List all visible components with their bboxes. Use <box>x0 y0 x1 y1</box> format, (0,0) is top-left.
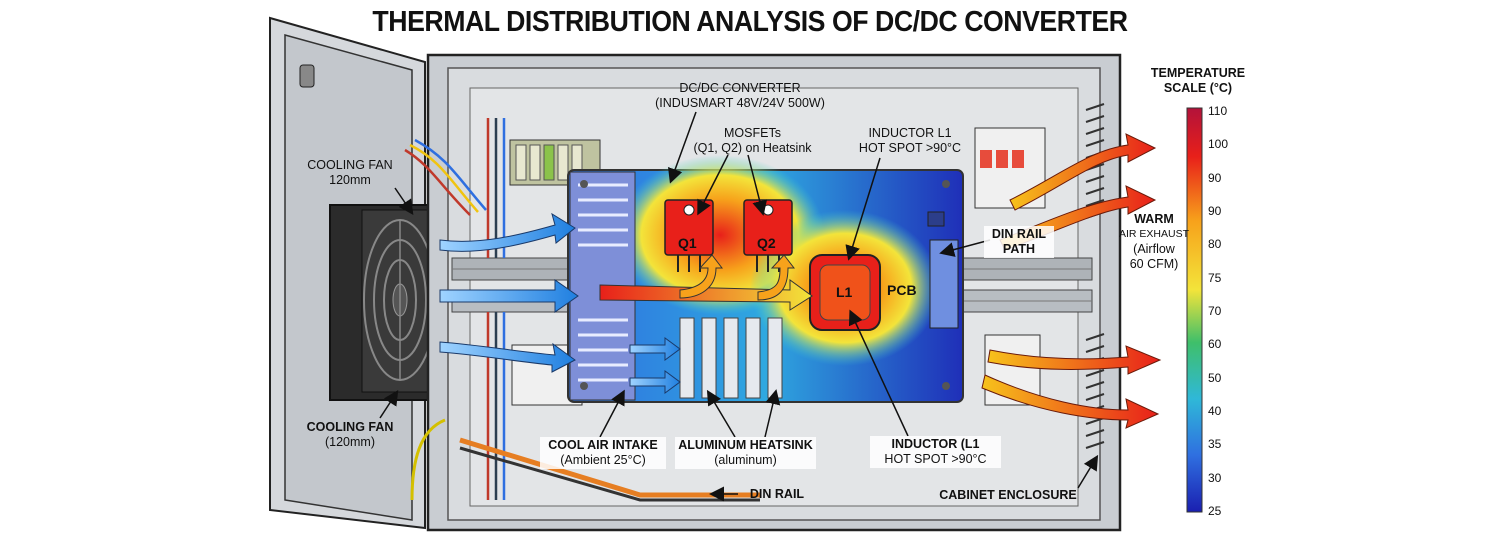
cooling-fan-bottom-callout: COOLING FAN (120mm) <box>306 420 394 449</box>
q1-label: Q1 <box>678 235 697 251</box>
q2-label: Q2 <box>757 235 776 251</box>
scale-tick-label: 90 <box>1208 204 1222 218</box>
scale-tick-label: 90 <box>1208 170 1222 185</box>
scale-tick-label: 35 <box>1208 437 1222 452</box>
warm-exhaust-callout: WARM AIR EXHAUST (Airflow 60 CFM) <box>1118 212 1189 271</box>
leader-lines <box>379 111 1099 502</box>
scale-tick-label: 80 <box>1208 237 1222 252</box>
pcb-label: PCB <box>887 282 917 298</box>
cool-air-intake-arrows <box>439 212 681 394</box>
scale-tick-label: 70 <box>1208 304 1222 318</box>
scale-tick-label: 30 <box>1208 470 1222 485</box>
cooling-fan-top-callout: COOLING FAN 120mm <box>307 158 393 187</box>
connector <box>929 239 959 329</box>
scale-tick-label: 75 <box>1208 270 1222 285</box>
cabinet-enclosure-callout: CABINET ENCLOSURE <box>939 488 1077 502</box>
aluminum-heatsink <box>679 317 783 399</box>
dc-dc-converter-module <box>567 155 964 403</box>
inductor-bottom-callout: INDUCTOR (L1 HOT SPOT >90°C <box>870 436 1001 468</box>
temperature-scale-title: TEMPERATURE SCALE (°C) <box>1150 66 1246 95</box>
scale-tick-label: 60 <box>1208 337 1222 352</box>
scale-tick-label: 50 <box>1208 370 1222 385</box>
cool-air-intake-callout: COOL AIR INTAKE (Ambient 25°C) <box>540 437 666 469</box>
scale-tick-label: 40 <box>1208 404 1222 418</box>
mosfets-callout: MOSFETs (Q1, Q2) on Heatsink <box>693 126 812 155</box>
scale-tick-label: 100 <box>1208 137 1229 152</box>
converter-callout: DC/DC CONVERTER (INDUSMART 48V/24V 500W) <box>655 81 825 110</box>
aluminum-heatsink-callout: ALUMINUM HEATSINK (aluminum) <box>675 437 816 469</box>
cooling-fan <box>329 204 438 401</box>
scale-tick-label: 25 <box>1208 504 1222 518</box>
din-rail-callout: DIN RAIL <box>749 487 805 501</box>
l1-label: L1 <box>836 284 853 300</box>
scale-tick-label: 110 <box>1208 104 1228 118</box>
temperature-scale-bar <box>1186 107 1203 513</box>
heat-flow-arrows <box>599 254 813 311</box>
diagram-title: THERMAL DISTRIBUTION ANALYSIS OF DC/DC C… <box>372 6 1128 38</box>
din-rail-path-callout: DIN RAIL PATH <box>984 226 1054 258</box>
inductor-top-callout: INDUCTOR L1 HOT SPOT >90°C <box>858 126 962 155</box>
